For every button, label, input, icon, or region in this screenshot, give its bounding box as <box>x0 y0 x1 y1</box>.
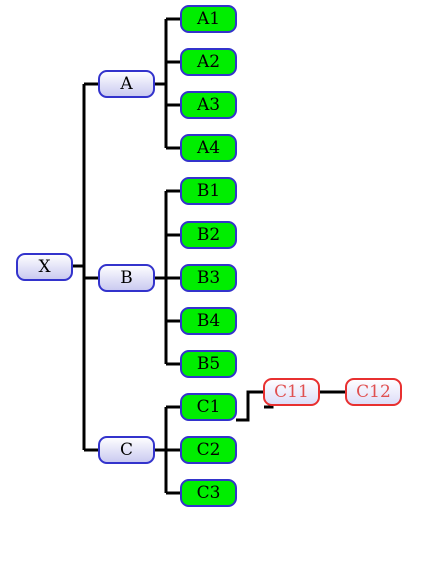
node-b-label: B <box>120 268 133 288</box>
node-a1: A1 <box>180 5 237 33</box>
node-a-label: A <box>119 74 133 94</box>
node-c11: C11 <box>263 378 320 406</box>
node-c1: C1 <box>180 393 237 421</box>
node-c12-box <box>345 378 402 406</box>
node-a: A <box>98 70 155 98</box>
node-c2: C2 <box>180 436 237 464</box>
node-b3-box <box>180 264 237 292</box>
node-a1-box <box>180 5 237 33</box>
node-c1-label: C1 <box>197 397 221 417</box>
node-b4-label: B4 <box>197 311 220 331</box>
node-b1: B1 <box>180 177 237 205</box>
node-a4-box <box>180 134 237 162</box>
node-x: X <box>16 253 73 281</box>
node-b5-box <box>180 350 237 378</box>
node-x-label: X <box>38 257 51 277</box>
node-c-label: C <box>120 440 133 460</box>
node-c12: C12 <box>345 378 402 406</box>
node-c3-label: C3 <box>197 483 221 503</box>
node-b5-label: B5 <box>197 354 220 374</box>
node-b4-box <box>180 307 237 335</box>
node-c11-label: C11 <box>274 382 309 402</box>
node-b4: B4 <box>180 307 237 335</box>
node-c1-box <box>180 393 237 421</box>
node-x-box <box>16 253 73 281</box>
node-b2-label: B2 <box>197 225 220 245</box>
node-a4-label: A4 <box>196 138 220 158</box>
node-c2-label: C2 <box>197 440 221 460</box>
node-b2: B2 <box>180 221 237 249</box>
node-c3-box <box>180 479 237 507</box>
node-c11-box <box>263 378 320 406</box>
node-b-box <box>98 264 155 292</box>
node-b1-box <box>180 177 237 205</box>
node-a3-box <box>180 91 237 119</box>
node-c3: C3 <box>180 479 237 507</box>
node-a1-label: A1 <box>196 9 220 29</box>
node-a2: A2 <box>180 48 237 76</box>
node-a3-label: A3 <box>196 95 220 115</box>
connector-lines <box>72 17 346 495</box>
node-a4: A4 <box>180 134 237 162</box>
node-b2-box <box>180 221 237 249</box>
node-a2-label: A2 <box>196 52 220 72</box>
node-b: B <box>98 264 155 292</box>
node-a-box <box>98 70 155 98</box>
node-c-box <box>98 436 155 464</box>
node-c2-box <box>180 436 237 464</box>
node-b3-label: B3 <box>197 268 220 288</box>
node-a2-box <box>180 48 237 76</box>
node-b5: B5 <box>180 350 237 378</box>
node-b3: B3 <box>180 264 237 292</box>
node-b1-label: B1 <box>197 181 220 201</box>
node-a3: A3 <box>180 91 237 119</box>
node-c: C <box>98 436 155 464</box>
connector-c1-to-c11 <box>236 390 264 422</box>
node-c12-label: C12 <box>356 382 391 402</box>
